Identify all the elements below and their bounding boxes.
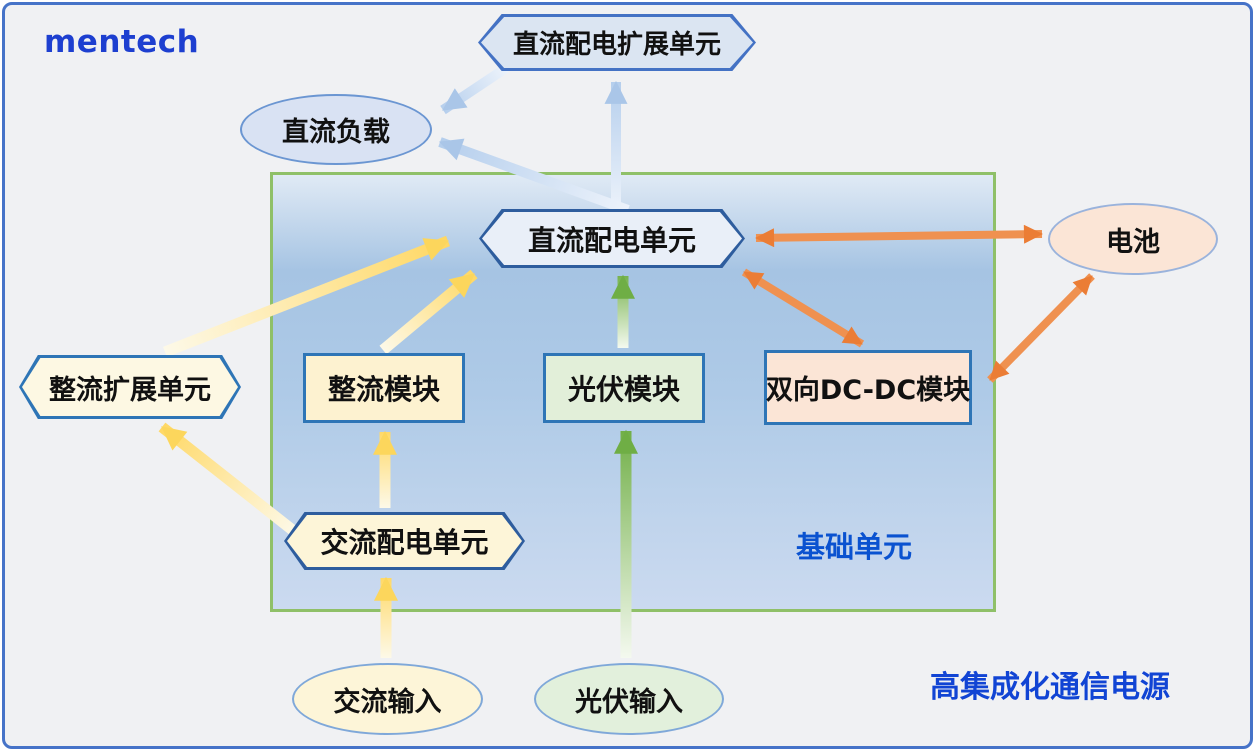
base-unit-label: 基础单元 [796,530,913,564]
node-rectifier-module: 整流模块 [303,353,465,423]
node-ac-input: 交流输入 [292,663,483,735]
node-label: 双向DC-DC模块 [765,375,971,406]
node-label: 直流配电扩展单元 [512,30,721,60]
edge-dcunit-to-dcload [438,137,630,215]
edge-dcunit-dcdc [741,268,865,348]
hexagon-fill [482,212,742,265]
edge-rectexp-to-dcunit [162,235,451,358]
node-label: 交流配电单元 [320,526,489,559]
hexagon-fill [481,17,753,68]
node-label: 光伏输入 [575,686,683,718]
edge-acunit-to-rectexp [158,422,299,537]
node-dc-load: 直流负载 [240,94,432,165]
node-pv-module: 光伏模块 [543,353,705,423]
edge-dcdc-battery [987,273,1095,383]
node-label: 电池 [1106,226,1160,258]
node-rectifier-expansion-unit: 整流扩展单元 [19,355,241,419]
node-dc-distribution-expansion-unit: 直流配电扩展单元 [478,14,756,71]
node-label: 直流配电单元 [527,223,696,257]
mentech-logo: mentech [44,24,200,60]
node-label: 整流扩展单元 [49,374,211,406]
edge-dcunit-battery [755,224,1043,248]
node-battery: 电池 [1048,203,1218,275]
node-label: 光伏模块 [567,373,680,406]
node-label: 交流输入 [333,686,442,718]
node-dc-distribution-unit: 直流配电单元 [479,209,745,268]
node-bidirectional-dcdc-module: 双向DC-DC模块 [764,350,972,425]
node-ac-distribution-unit: 交流配电单元 [284,512,525,570]
edge-dcexp-to-dcload [440,63,509,115]
edge-rectmod-to-dcunit [379,269,478,355]
node-label: 直流负载 [282,117,390,148]
hexagon-fill [22,358,238,416]
diagram-caption: 高集成化通信电源 [930,670,1170,705]
node-label: 整流模块 [327,373,440,406]
hexagon-fill [287,515,522,567]
node-pv-input: 光伏输入 [534,663,724,735]
